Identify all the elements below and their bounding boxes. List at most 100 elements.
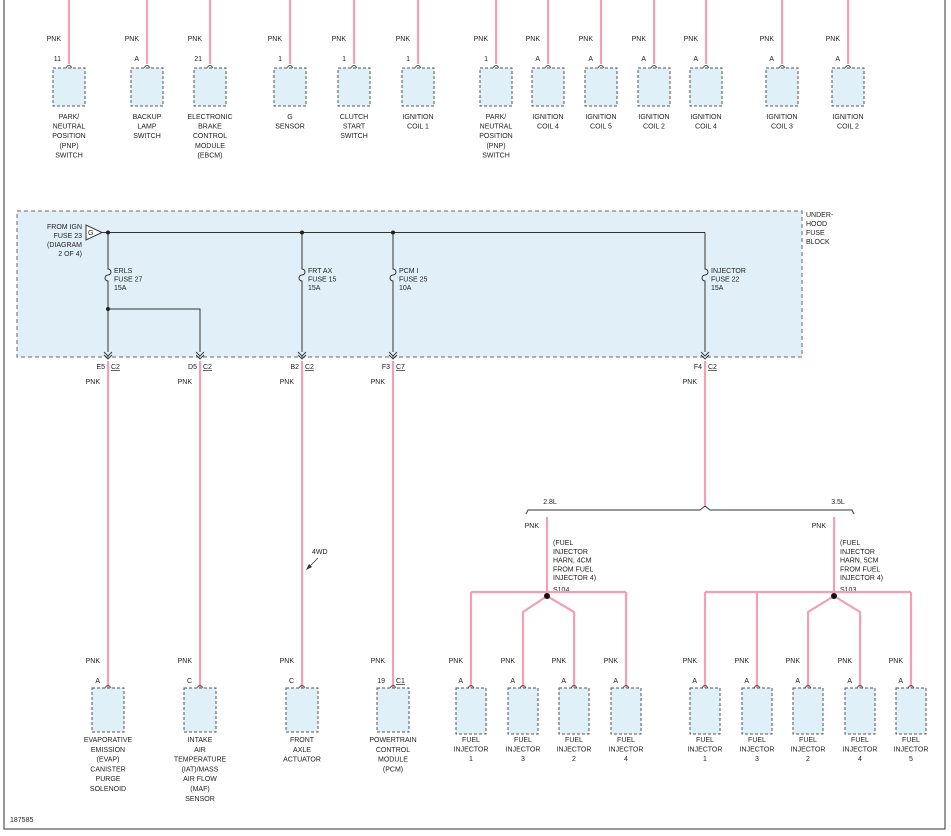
top-connector (689, 67, 723, 107)
source-terminal-flag (85, 224, 104, 241)
wire-color-label: PNK (526, 36, 541, 43)
terminal-icon (844, 65, 852, 69)
top-connector (273, 67, 307, 107)
wire-color-label: PNK (786, 658, 801, 665)
wire-color-label: PNK (604, 658, 619, 665)
pin-label: A (588, 56, 593, 63)
bottom-components: PNKAEVAPORATIVEEMISSION(EVAP)CANISTERPUR… (84, 361, 417, 803)
top-components: PNK11PARK/NEUTRALPOSITION(PNP)SWITCHPNKA… (47, 0, 865, 159)
injector-connector (507, 687, 539, 735)
injector-label-line: INJECTOR (609, 747, 644, 754)
component-label-line: COIL 2 (643, 124, 665, 131)
axle-note: 4WD (312, 549, 328, 556)
component-label-line: EMISSION (91, 747, 125, 754)
wire-color-label: PNK (371, 379, 386, 386)
injector-label-line: FUEL (851, 737, 869, 744)
fuse-label-line: 15A (114, 285, 127, 292)
fuse-block-label-line: FUSE (806, 230, 825, 237)
connector-terminal-icon (297, 354, 307, 360)
injector-label-line: INJECTOR (740, 747, 775, 754)
component-label-line: SWITCH (340, 133, 368, 140)
splice-label: S104 (553, 587, 569, 594)
component-label-line: SWITCH (133, 133, 161, 140)
output-connector-label: C2 (111, 364, 120, 371)
component-label-line: AIR (194, 747, 206, 754)
pin-label: 1 (484, 56, 488, 63)
wire-color-label: PNK (449, 658, 464, 665)
component-label-line: MODULE (378, 757, 408, 764)
harness-note-line: INJECTOR 4) (840, 575, 883, 582)
pin-label: 1 (406, 56, 410, 63)
bottom-connector (91, 687, 125, 733)
component-label-line: COIL 4 (537, 124, 559, 131)
component-label-line: COIL 2 (837, 124, 859, 131)
injector-connector (689, 687, 721, 735)
injector-connector (741, 687, 773, 735)
terminal-icon (467, 685, 475, 689)
connector-label: C1 (396, 678, 405, 685)
fuse-label-line: FRT AX (308, 268, 333, 275)
component-label-line: PURGE (96, 776, 121, 783)
terminal-icon (907, 685, 915, 689)
engine-label-28: 2.8L (543, 499, 557, 506)
wire-color-label: PNK (86, 658, 101, 665)
output-pin-label: F4 (694, 364, 702, 371)
wire-color-label: PNK (396, 36, 411, 43)
harness-note-line: HARN, 5CM (840, 558, 879, 565)
terminal-icon (414, 65, 422, 69)
wire-color-label: PNK (178, 379, 193, 386)
component-label-line: (EVAP) (97, 757, 120, 764)
top-connector (479, 67, 513, 107)
fuse-icon (389, 266, 397, 287)
terminal-icon (286, 65, 294, 69)
wire-color-label: PNK (838, 658, 853, 665)
source-label-line: FROM IGN (47, 224, 82, 231)
terminal-icon (389, 685, 397, 689)
pin-label: 21 (194, 56, 202, 63)
output-pin-label: F3 (382, 364, 390, 371)
component-label-line: EVAPORATIVE (84, 737, 133, 744)
fuse-icon (701, 266, 709, 287)
pin-label: C (289, 678, 294, 685)
fuse-label-line: FUSE 27 (114, 277, 143, 284)
component-label-line: SENSOR (185, 796, 215, 803)
bottom-component: PNKAEVAPORATIVEEMISSION(EVAP)CANISTERPUR… (84, 658, 133, 793)
pin-label: 19 (377, 678, 385, 685)
wire-color-label: PNK (268, 36, 283, 43)
splice-dot (544, 593, 550, 599)
pin-label: C (187, 678, 192, 685)
terminal-icon (856, 685, 864, 689)
injector-label-line: 2 (572, 756, 576, 763)
harness-note-line: INJECTOR 4) (553, 575, 596, 582)
wire-color-label: PNK (280, 379, 295, 386)
connector-terminal-icon (700, 354, 710, 360)
connector-terminal-icon (388, 351, 398, 357)
terminal-icon (778, 65, 786, 69)
output-connector-label: C2 (305, 364, 314, 371)
fuse-label-line: 15A (308, 285, 321, 292)
pin-label: A (847, 678, 852, 685)
pin-label: A (95, 678, 100, 685)
pin-label: A (769, 56, 774, 63)
component-label-line: INTAKE (188, 737, 213, 744)
injector-connector (558, 687, 590, 735)
injector-label-line: 4 (858, 756, 862, 763)
terminal-icon (65, 65, 73, 69)
component-label-line: MODULE (195, 143, 225, 150)
injector-connector (895, 687, 927, 735)
component-label-line: SWITCH (55, 152, 83, 159)
component-label-line: COIL 4 (695, 124, 717, 131)
wire-color-label: PNK (684, 36, 699, 43)
connector-terminal-icon (103, 354, 113, 360)
fuse-block-bus (102, 230, 706, 352)
underhood-fuse-block (16, 210, 803, 358)
